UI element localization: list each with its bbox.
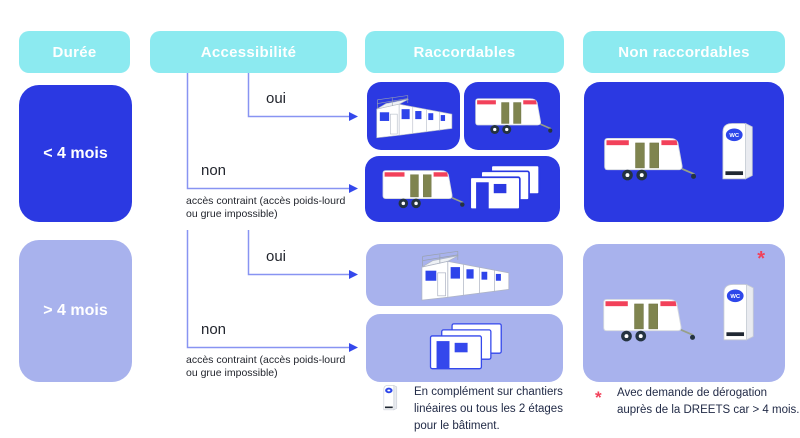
asterisk-marker: * bbox=[595, 388, 602, 407]
branch-label-non-row2: non bbox=[201, 321, 227, 338]
raccordable-box-row2-non-access bbox=[366, 314, 563, 382]
branch-note-row2: accès contraint (accès poids-lourd ou gr… bbox=[186, 354, 366, 380]
asterisk-marker: * bbox=[757, 248, 765, 270]
duration-box-over-4-months: > 4 mois bbox=[19, 240, 132, 382]
trailer-icon bbox=[603, 299, 696, 342]
wc-mini-icon bbox=[383, 384, 398, 411]
header-raccordables: Raccordables bbox=[365, 31, 564, 73]
wc-label: WC bbox=[729, 133, 740, 139]
modular-building-icon bbox=[375, 95, 452, 139]
branch-note-row2-line2: ou grue impossible) bbox=[186, 367, 278, 379]
modular-building-icon bbox=[421, 250, 509, 301]
wc-cabin-icon: WC bbox=[722, 122, 753, 180]
footnote-left-line1: En complément sur chantiers bbox=[414, 386, 563, 398]
duration-box-under-4-months: < 4 mois bbox=[19, 85, 132, 222]
footnote-left-line3: pour le bâtiment. bbox=[414, 420, 500, 432]
branch-note-row1: accès contraint (accès poids-lourd ou gr… bbox=[186, 195, 366, 221]
branch-note-row2-line1: accès contraint (accès poids-lourd bbox=[186, 354, 346, 366]
non-raccordable-box-row1: WC bbox=[584, 82, 784, 222]
raccordable-box-row1-non-access bbox=[365, 156, 560, 222]
trailer-icon bbox=[604, 138, 697, 181]
trailer-icon bbox=[475, 98, 553, 134]
header-duree: Durée bbox=[19, 31, 130, 73]
header-accessibilite: Accessibilité bbox=[150, 31, 347, 73]
branch-label-oui-row1: oui bbox=[266, 90, 287, 107]
footnote-right-line1: Avec demande de dérogation bbox=[617, 387, 768, 399]
raccordable-box-row1-trailer bbox=[464, 82, 560, 150]
wc-cabin-icon: WC bbox=[723, 283, 754, 341]
footnote-left: En complément sur chantiers linéaires ou… bbox=[414, 384, 594, 435]
stacked-units-icon bbox=[469, 164, 541, 211]
header-non-raccordables: Non raccordables bbox=[583, 31, 785, 73]
raccordable-box-row2-building bbox=[366, 244, 563, 306]
stacked-units-icon bbox=[429, 323, 502, 370]
wc-label: WC bbox=[730, 294, 741, 300]
footnote-left-line2: linéaires ou tous les 2 étages bbox=[414, 403, 563, 415]
non-raccordable-box-row2: * WC bbox=[583, 244, 785, 382]
branch-label-oui-row2: oui bbox=[266, 248, 287, 265]
footnote-right-line2: auprès de la DREETS car > 4 mois. bbox=[617, 404, 800, 416]
branch-note-row1-line1: accès contraint (accès poids-lourd bbox=[186, 195, 346, 207]
branch-note-row1-line2: ou grue impossible) bbox=[186, 208, 278, 220]
arrow-head-icons bbox=[349, 112, 358, 352]
footnote-right: Avec demande de dérogation auprès de la … bbox=[617, 385, 800, 419]
branch-label-non-row1: non bbox=[201, 162, 227, 179]
trailer-icon bbox=[382, 170, 465, 209]
raccordable-box-row1-building bbox=[367, 82, 460, 150]
